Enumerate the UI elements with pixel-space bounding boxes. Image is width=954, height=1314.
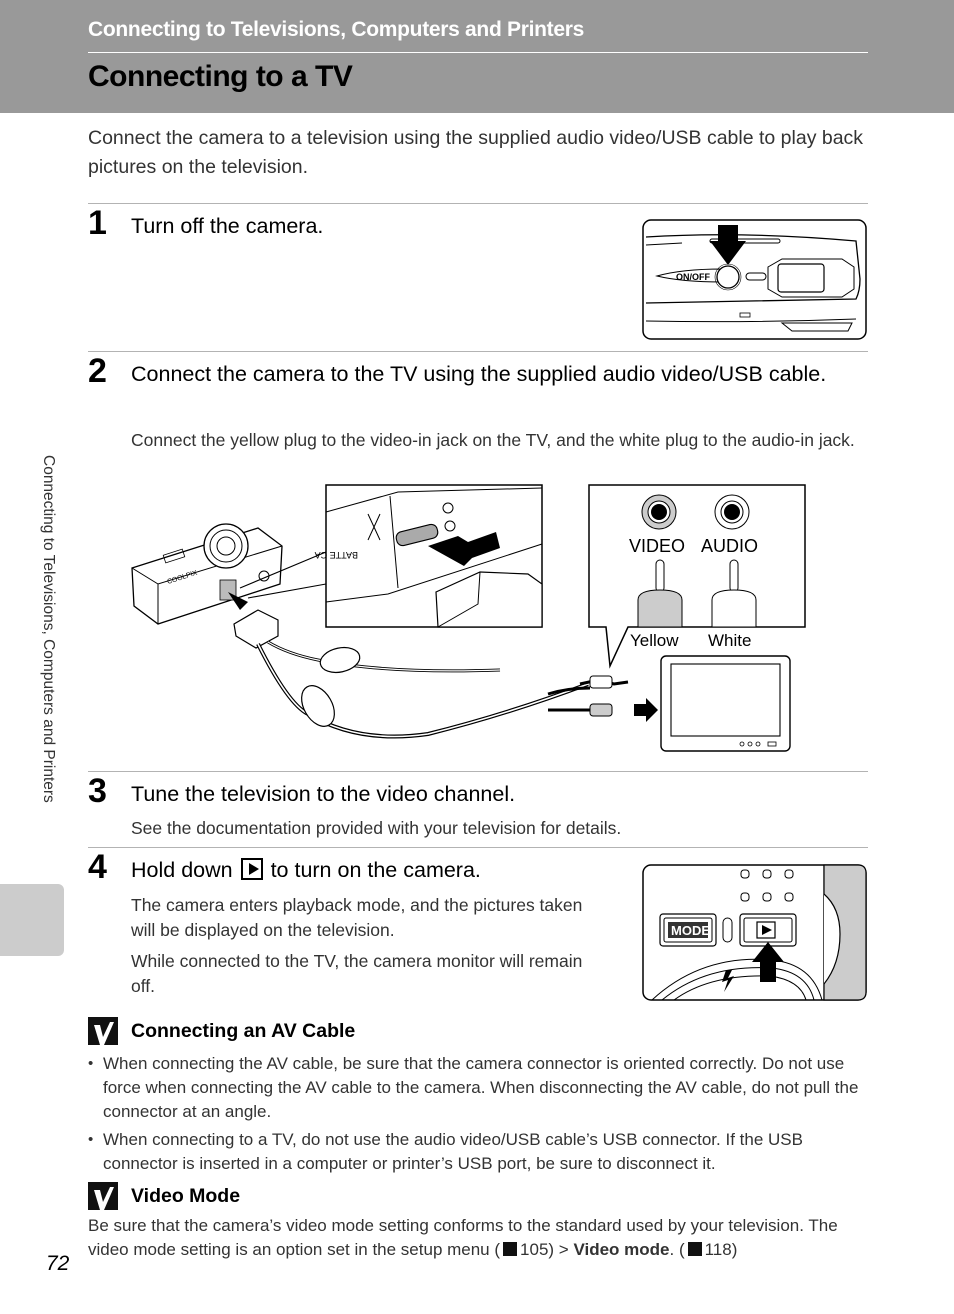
tv-jacks-callout: VIDEO AUDIO Yellow White [588, 484, 806, 669]
divider [88, 847, 868, 848]
bullet-item: When connecting the AV cable, be sure th… [88, 1052, 868, 1124]
connector-inset: BATTE CA [315, 484, 543, 628]
chapter-tab[interactable] [0, 884, 64, 956]
step-3-body: See the documentation provided with your… [131, 818, 622, 838]
page-number: 72 [46, 1252, 70, 1275]
divider [88, 351, 868, 352]
page-title: Connecting to a TV [88, 60, 353, 93]
bullet-item: When connecting to a TV, do not use the … [88, 1128, 868, 1176]
side-chapter-label: Connecting to Televisions, Computers and… [37, 455, 57, 875]
note-av-cable-bullets: When connecting the AV cable, be sure th… [88, 1052, 868, 1180]
note-av-cable-heading: Connecting an AV Cable [88, 1017, 355, 1045]
on-off-label: ON/OFF [676, 272, 710, 282]
divider [88, 203, 868, 204]
check-icon [88, 1182, 118, 1210]
note-video-mode-title: Video Mode [131, 1184, 241, 1207]
text: Be sure that the camera’s video mode set… [88, 1216, 838, 1259]
text: ) [731, 1240, 738, 1259]
mode-button-label: MODE [671, 923, 710, 938]
step-4-title-before: Hold down [131, 858, 233, 882]
menu-item-name: Video mode [573, 1240, 670, 1259]
yellow-plug-label: Yellow [630, 631, 679, 650]
page-reference-icon [503, 1242, 518, 1256]
playback-button-icon [240, 858, 263, 880]
white-plug-label: White [708, 631, 751, 650]
intro-paragraph: Connect the camera to a television using… [88, 127, 864, 178]
step-2-title: Connect the camera to the TV using the s… [131, 362, 827, 386]
page-reference-link[interactable]: 118 [704, 1240, 732, 1259]
note-video-mode-heading: Video Mode [88, 1182, 240, 1210]
section-title: Connecting to Televisions, Computers and… [88, 18, 584, 41]
divider [88, 771, 868, 772]
step-4-title: Hold down to turn on the camera. [131, 856, 481, 885]
power-button-illustration: ON/OFF [642, 219, 867, 340]
cable-connection-illustration: COOLPIX BATTE CA [128, 484, 808, 756]
note-av-cable-title: Connecting an AV Cable [131, 1019, 356, 1042]
header-band: Connecting to Televisions, Computers and… [0, 0, 954, 113]
step-1-number: 1 [88, 204, 107, 242]
battery-label: BATTE CA [315, 550, 358, 560]
step-3-title: Tune the television to the video channel… [131, 782, 516, 806]
page-reference-link[interactable]: 105 [520, 1240, 549, 1259]
step-2-body: Connect the yellow plug to the video-in … [131, 430, 855, 450]
text: ) > [548, 1240, 574, 1259]
step-4-body-1: The camera enters playback mode, and the… [131, 895, 583, 940]
check-icon [88, 1017, 118, 1045]
tv-icon [660, 655, 791, 752]
side-chapter-text: Connecting to Televisions, Computers and… [40, 455, 57, 803]
step-4-title-after: to turn on the camera. [270, 858, 481, 882]
video-jack-label: VIDEO [629, 536, 685, 556]
note-video-mode-body: Be sure that the camera’s video mode set… [88, 1214, 878, 1262]
header-divider [88, 52, 868, 53]
step-4-body-2: While connected to the TV, the camera mo… [131, 951, 583, 996]
av-usb-cable [228, 592, 658, 739]
text: . ( [669, 1240, 685, 1259]
step-2-number: 2 [88, 352, 107, 390]
step-4-number: 4 [88, 848, 107, 886]
page-reference-icon [687, 1242, 702, 1256]
camera-icon: COOLPIX [131, 523, 283, 625]
step-1-title: Turn off the camera. [131, 214, 324, 238]
step-3-number: 3 [88, 772, 107, 810]
audio-jack-label: AUDIO [701, 536, 758, 556]
playback-button-illustration: MODE [642, 864, 867, 1001]
